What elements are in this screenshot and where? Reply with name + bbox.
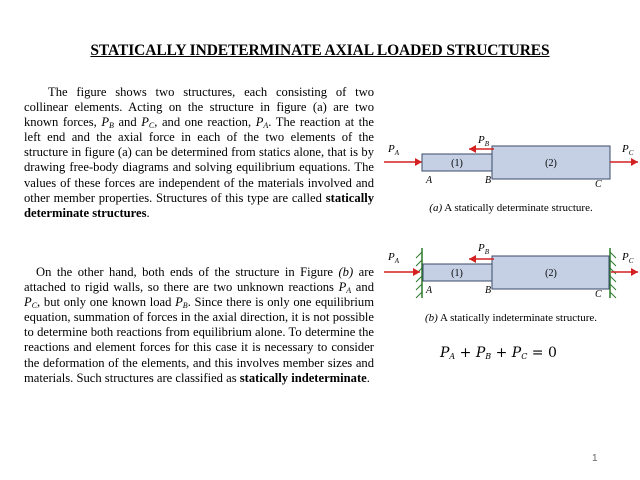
- label-pa: PA: [387, 143, 400, 157]
- label-pc: PC: [621, 143, 634, 157]
- element-2-label: (2): [545, 268, 557, 279]
- element-1-label: (1): [451, 158, 463, 169]
- term-statically-indeterminate: statically indeterminate: [239, 370, 367, 385]
- point-b-label: B: [485, 175, 491, 186]
- figure-b-diagram: PA (1) (2) PB PC A B C: [384, 242, 638, 300]
- page-number: 1: [592, 453, 598, 464]
- point-a-label: A: [425, 175, 433, 186]
- figure-a-caption: (a) A statically determinate structure.: [429, 202, 593, 214]
- element-1-label: (1): [451, 268, 463, 279]
- point-a-label: A: [425, 285, 433, 296]
- point-c-label: C: [595, 289, 602, 300]
- paragraph-indeterminate: On the other hand, both ends of the stru…: [24, 265, 374, 385]
- term-statically-determinate: statically determinate structures: [24, 190, 374, 220]
- figure-b: PA (1) (2) PB PC A B C (b) A statically …: [382, 240, 640, 330]
- element-2-label: (2): [545, 158, 557, 169]
- page-title: STATICALLY INDETERMINATE AXIAL LOADED ST…: [90, 42, 550, 59]
- label-pb: PB: [477, 242, 490, 256]
- figure-b-caption: (b) A statically indeterminate structure…: [425, 312, 597, 324]
- label-pa: PA: [387, 251, 400, 265]
- point-b-label: B: [485, 285, 491, 296]
- equilibrium-equation: PA + PB + PC = 0: [440, 345, 557, 361]
- label-pc: PC: [621, 251, 634, 265]
- element-2-bar: [491, 145, 611, 180]
- figure-a: PA (1) (2) PB PC A B C (a) A statically …: [382, 130, 640, 225]
- paragraph-determinate: The figure shows two structures, each co…: [24, 85, 375, 220]
- label-pb: PB: [477, 134, 490, 148]
- element-2-bar: [491, 255, 610, 290]
- point-c-label: C: [595, 179, 602, 190]
- figure-a-diagram: PA (1) (2) PB PC A B C: [384, 134, 638, 190]
